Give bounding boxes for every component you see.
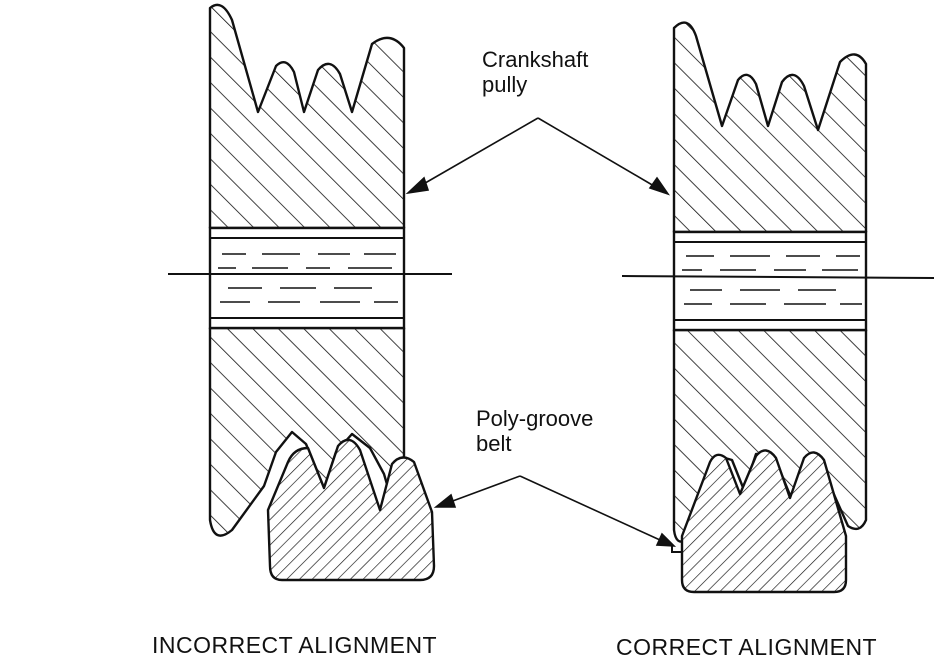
correct-pulley [621, 21, 935, 543]
crankshaft-label-line1: Crankshaft [482, 47, 589, 72]
correct-pulley-upper [672, 21, 868, 234]
correct-hub [672, 230, 868, 332]
incorrect-belt [266, 438, 436, 582]
incorrect-pulley [168, 3, 452, 537]
crankshaft-label-line2: pully [482, 72, 528, 98]
crankshaft-callout-arrows [405, 117, 671, 196]
correct-shaft-line [621, 275, 935, 279]
incorrect-pulley-upper [208, 3, 406, 230]
crankshaft-pully-label: Crankshaft pully [482, 47, 588, 98]
belt-callout-arrows [433, 475, 677, 547]
incorrect-hub [208, 226, 406, 330]
incorrect-alignment-caption: INCORRECT ALIGNMENT [152, 632, 438, 658]
correct-alignment-caption: CORRECT ALIGNMENT [616, 634, 878, 660]
belt-label-line1: Poly-groove [476, 406, 594, 431]
belt-label-line2: belt [476, 431, 512, 457]
poly-groove-belt-label: Poly-groove belt [476, 406, 593, 457]
correct-belt [680, 449, 848, 594]
